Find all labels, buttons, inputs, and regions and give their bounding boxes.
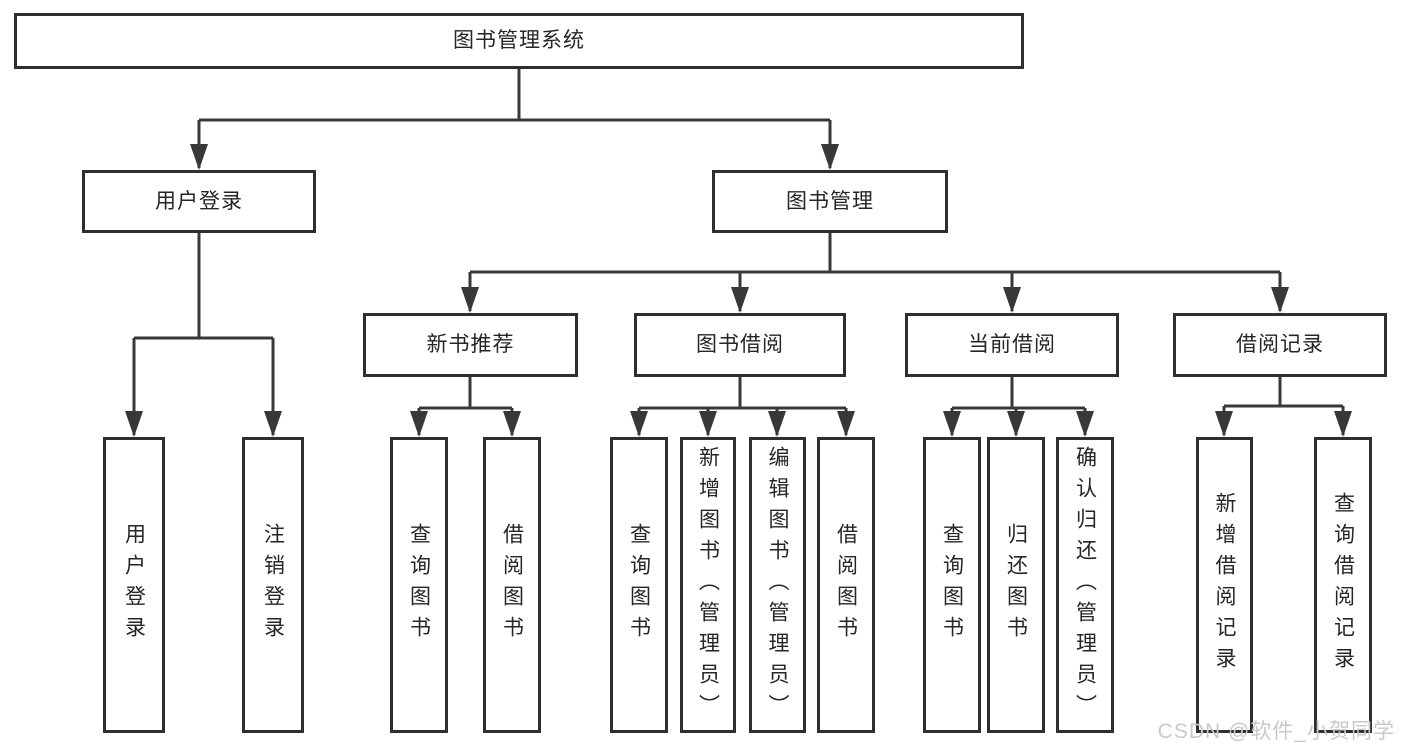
node-user-login: 用户登录 bbox=[82, 170, 316, 233]
leaf-query-borrow-record: 查询借阅记录 bbox=[1314, 437, 1372, 733]
node-book-borrowing: 图书借阅 bbox=[634, 313, 846, 377]
node-borrow-records: 借阅记录 bbox=[1173, 313, 1387, 377]
leaf-add-book-admin: 新增图书（管理员） bbox=[680, 437, 736, 733]
leaf-user-login: 用户登录 bbox=[103, 437, 165, 733]
node-new-book-recommend-label: 新书推荐 bbox=[426, 333, 515, 357]
leaf-borrow-books-2: 借阅图书 bbox=[817, 437, 875, 733]
leaf-edit-book-admin: 编辑图书（管理员） bbox=[749, 437, 806, 733]
leaf-confirm-return-admin: 确认归还（管理员） bbox=[1056, 437, 1114, 733]
node-book-management: 图书管理 bbox=[712, 170, 948, 233]
leaf-add-borrow-record: 新增借阅记录 bbox=[1196, 437, 1253, 733]
leaf-edit-book-admin-label: 编辑图书（管理员） bbox=[766, 445, 789, 725]
node-current-borrowing: 当前借阅 bbox=[905, 313, 1119, 377]
node-root-label: 图书管理系统 bbox=[453, 29, 585, 53]
leaf-logout: 注销登录 bbox=[242, 437, 304, 733]
leaf-query-books-1-label: 查询图书 bbox=[407, 523, 431, 647]
leaf-add-borrow-record-label: 新增借阅记录 bbox=[1213, 492, 1236, 678]
node-root-library-system: 图书管理系统 bbox=[14, 13, 1024, 69]
leaf-query-books-3-label: 查询图书 bbox=[940, 523, 964, 647]
node-current-borrowing-label: 当前借阅 bbox=[968, 333, 1056, 357]
leaf-user-login-label: 用户登录 bbox=[122, 523, 146, 647]
node-book-management-label: 图书管理 bbox=[786, 189, 874, 213]
csdn-watermark: CSDN @软件_小贺同学 bbox=[1157, 720, 1395, 743]
leaf-return-book-label: 归还图书 bbox=[1004, 523, 1028, 647]
leaf-confirm-return-admin-label: 确认归还（管理员） bbox=[1073, 445, 1097, 725]
leaf-add-book-admin-label: 新增图书（管理员） bbox=[696, 445, 720, 725]
node-new-book-recommend: 新书推荐 bbox=[363, 313, 578, 377]
leaf-logout-label: 注销登录 bbox=[261, 523, 285, 647]
node-borrow-records-label: 借阅记录 bbox=[1236, 333, 1324, 357]
leaf-borrow-books-1: 借阅图书 bbox=[483, 437, 541, 733]
leaf-query-borrow-record-label: 查询借阅记录 bbox=[1331, 492, 1355, 678]
connector-lines bbox=[132, 69, 1345, 435]
leaf-borrow-books-2-label: 借阅图书 bbox=[834, 523, 858, 647]
leaf-return-book: 归还图书 bbox=[987, 437, 1045, 733]
leaf-query-books-2: 查询图书 bbox=[610, 437, 668, 733]
leaf-query-books-3: 查询图书 bbox=[923, 437, 981, 733]
node-user-login-label: 用户登录 bbox=[155, 189, 243, 213]
node-book-borrowing-label: 图书借阅 bbox=[696, 333, 784, 357]
arrow-heads bbox=[125, 144, 1352, 437]
leaf-query-books-1: 查询图书 bbox=[390, 437, 448, 733]
leaf-query-books-2-label: 查询图书 bbox=[627, 523, 651, 647]
leaf-borrow-books-1-label: 借阅图书 bbox=[500, 523, 524, 647]
